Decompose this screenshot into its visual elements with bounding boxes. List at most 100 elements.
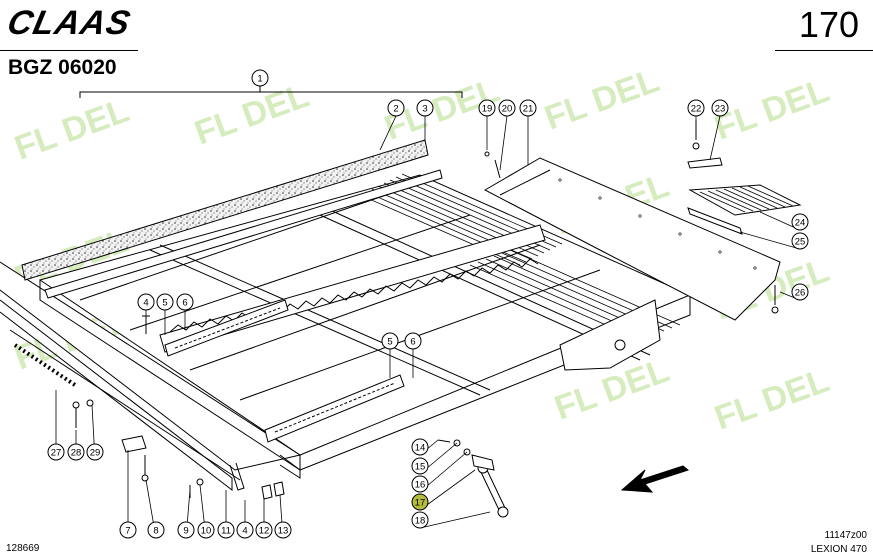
callout-number: 18	[415, 516, 426, 527]
callout-number: 8	[153, 526, 158, 537]
callout-number: 19	[482, 104, 493, 115]
callout-circle	[86, 443, 104, 461]
callout-circle	[711, 99, 729, 117]
group-bracket-1	[79, 86, 463, 98]
callout-6: 6	[404, 332, 422, 350]
leader-line	[419, 469, 476, 511]
callout-number: 15	[415, 462, 426, 473]
callout-circle	[177, 521, 195, 539]
leader-line	[739, 231, 801, 250]
header-rule-right	[775, 50, 873, 51]
header-rule-left	[0, 50, 138, 51]
callout-18: 18	[411, 511, 429, 529]
callout-14: 14	[411, 438, 429, 456]
leader-line	[499, 115, 508, 171]
callout-circle	[387, 99, 405, 117]
callout-circle	[381, 332, 399, 350]
callout-number: 11	[221, 526, 231, 537]
frame-assembly	[0, 120, 802, 518]
callout-4: 4	[137, 293, 155, 311]
callout-number: 26	[795, 288, 806, 299]
callout-number: 17	[415, 498, 426, 509]
callout-circle	[791, 283, 809, 301]
callout-circle	[404, 332, 422, 350]
callout-1: 1	[251, 69, 269, 87]
callout-28: 28	[67, 443, 85, 461]
callout-number: 7	[125, 526, 130, 537]
callout-11: 11	[217, 521, 235, 539]
callout-number: 5	[387, 337, 392, 348]
callout-23: 23	[711, 99, 729, 117]
callout-29: 29	[86, 443, 104, 461]
callout-2: 2	[387, 99, 405, 117]
callout-number: 3	[422, 104, 427, 115]
callout-circle	[478, 99, 496, 117]
machine-model: LEXION 470	[810, 544, 867, 555]
callout-circle	[67, 443, 85, 461]
callout-21: 21	[519, 99, 537, 117]
callout-circle	[147, 521, 165, 539]
page-number: 170	[798, 4, 859, 45]
callout-circle	[137, 293, 155, 311]
callout-circle	[519, 99, 537, 117]
callout-5: 5	[156, 293, 174, 311]
callout-number: 16	[415, 480, 426, 491]
callout-number: 4	[143, 298, 148, 309]
callout-17: 17	[411, 493, 429, 511]
callout-number: 14	[415, 443, 426, 454]
callout-circle	[411, 511, 429, 529]
callout-10: 10	[197, 521, 215, 539]
callout-5: 5	[381, 332, 399, 350]
callout-number: 24	[795, 218, 806, 229]
watermark-text: FL DEL	[710, 361, 834, 437]
callout-circle	[791, 213, 809, 231]
callout-number: 4	[242, 526, 247, 537]
callout-12: 12	[255, 521, 273, 539]
callout-26: 26	[791, 283, 809, 301]
callout-9: 9	[177, 521, 195, 539]
callout-number: 6	[182, 298, 187, 309]
callout-number: 1	[257, 74, 262, 85]
callout-number: 27	[51, 448, 62, 459]
callout-number: 29	[90, 448, 101, 459]
callout-8: 8	[147, 521, 165, 539]
callout-22: 22	[687, 99, 705, 117]
callout-circle	[255, 521, 273, 539]
callout-circle	[156, 293, 174, 311]
callout-circle	[498, 99, 516, 117]
callout-number: 22	[691, 104, 702, 115]
callout-24: 24	[791, 213, 809, 231]
callout-6: 6	[176, 293, 194, 311]
callout-number: 12	[259, 526, 270, 537]
callout-20: 20	[498, 99, 516, 117]
callout-circle	[251, 69, 269, 87]
callout-circle	[411, 438, 429, 456]
drawing-number: 128669	[6, 543, 40, 554]
callout-circle	[687, 99, 705, 117]
callout-number: 21	[523, 104, 534, 115]
callout-number: 23	[715, 104, 726, 115]
callout-circle	[416, 99, 434, 117]
callout-4: 4	[236, 521, 254, 539]
callout-25: 25	[791, 232, 809, 250]
callout-3: 3	[416, 99, 434, 117]
reference-code: 11147z00	[824, 530, 867, 541]
callout-number: 25	[795, 237, 806, 248]
callout-circle	[197, 521, 215, 539]
callout-number: 28	[71, 448, 82, 459]
watermark-text: FL DEL	[190, 76, 314, 152]
callout-27: 27	[47, 443, 65, 461]
callout-16: 16	[411, 475, 429, 493]
brand-logo: CLAAS	[4, 4, 135, 42]
callout-circle	[47, 443, 65, 461]
callout-number: 6	[410, 337, 415, 348]
callout-number: 5	[162, 298, 167, 309]
callout-circle	[411, 475, 429, 493]
callout-circle	[791, 232, 809, 250]
callout-circle	[176, 293, 194, 311]
callout-circle	[274, 521, 292, 539]
watermark-text: FL DEL	[10, 91, 134, 167]
